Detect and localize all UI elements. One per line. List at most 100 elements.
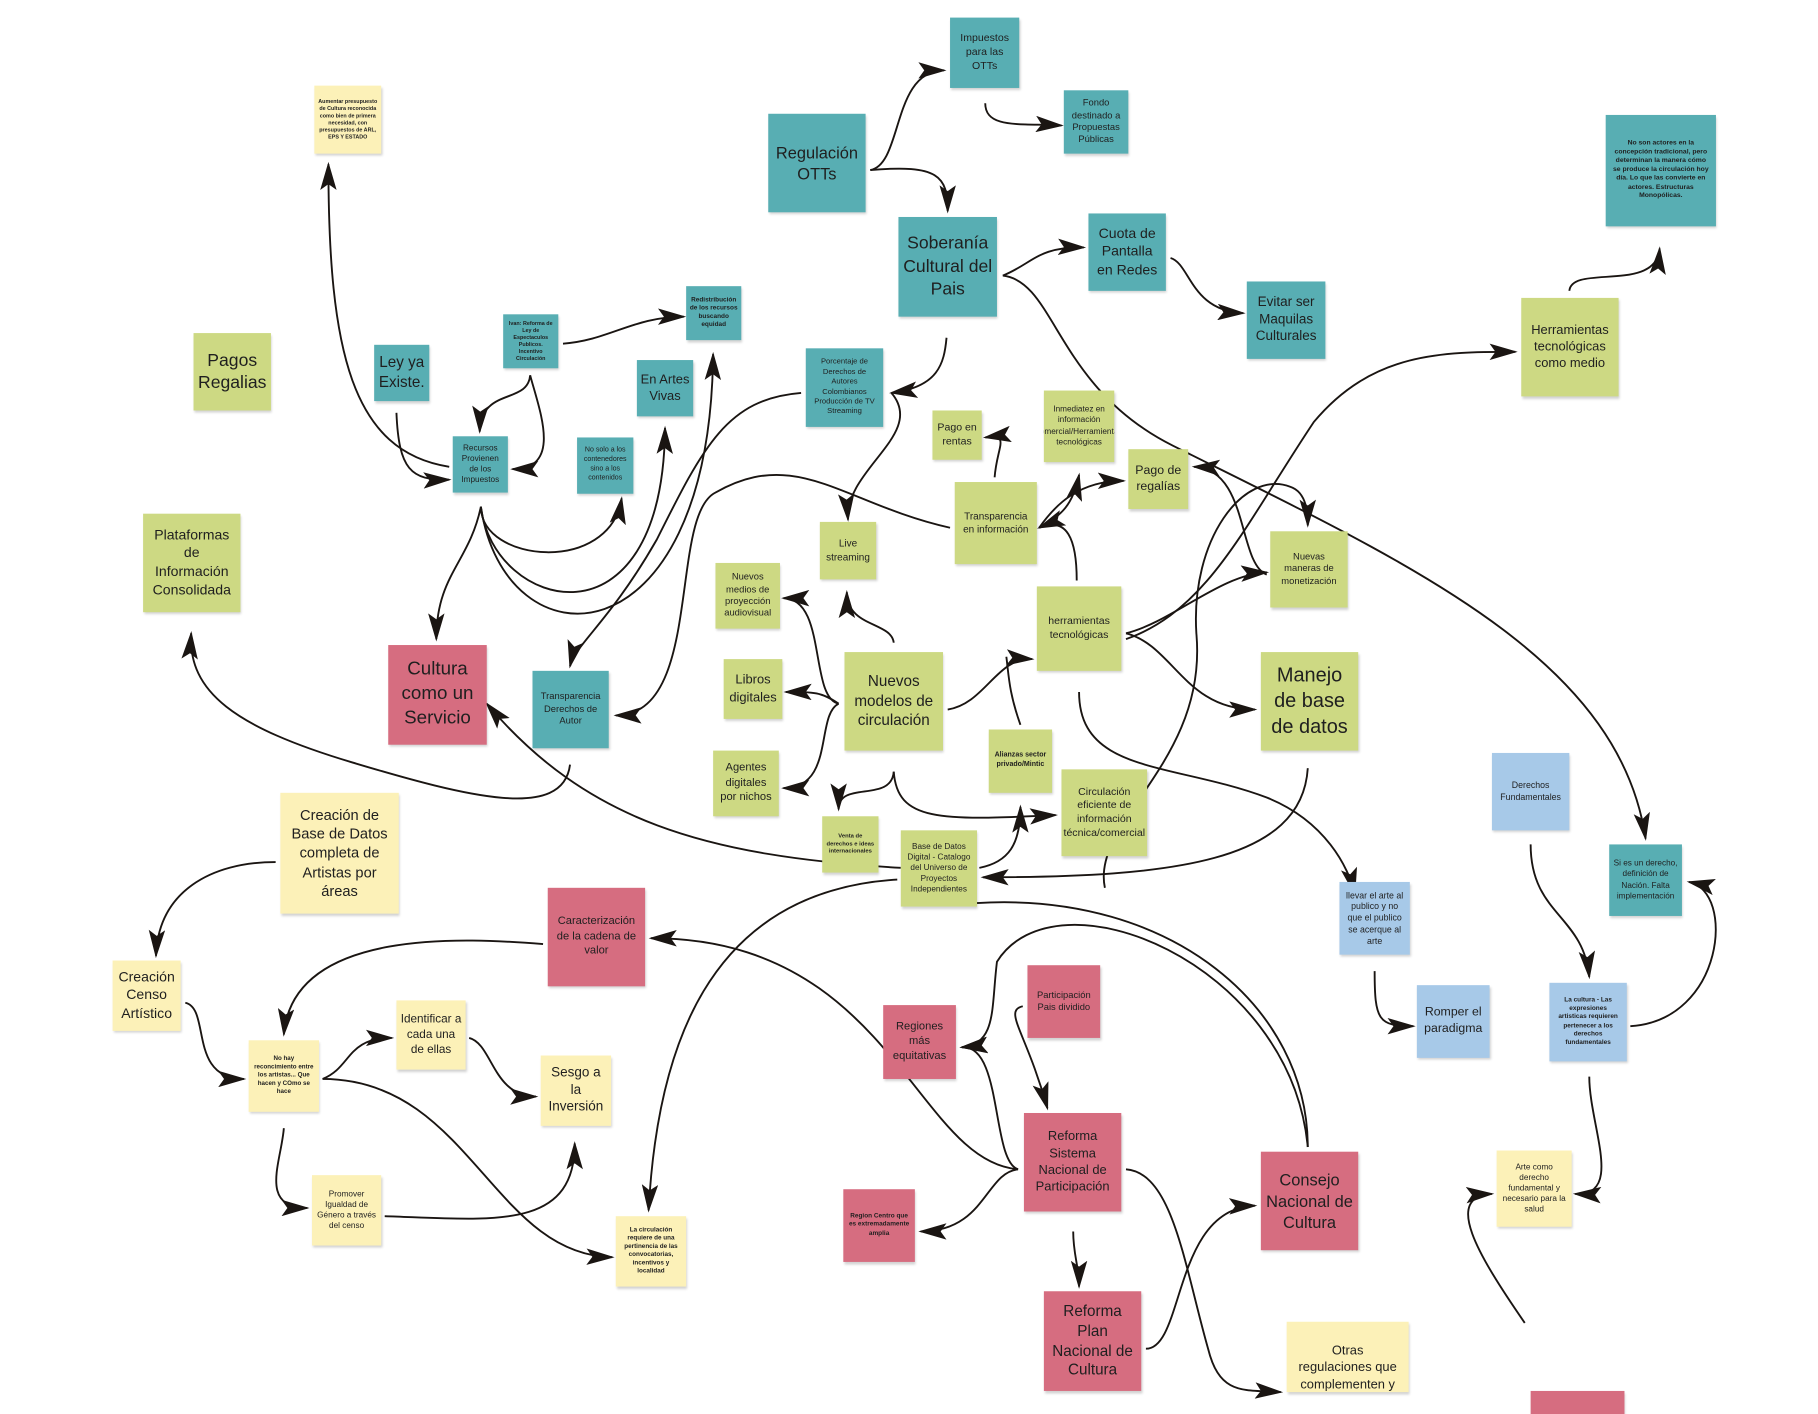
note-herramientas-como-medio[interactable]: Herramientas tecnológicas como medio — [1521, 297, 1619, 397]
arrow — [1630, 879, 1717, 1028]
connector — [1005, 656, 1022, 726]
arrow — [982, 425, 1012, 478]
arrow — [1038, 472, 1126, 529]
note-artes-vivas[interactable]: En Artes Vivas — [636, 360, 694, 417]
note-consejo-nacional-cultura[interactable]: Consejo Nacional de Cultura — [1260, 1151, 1359, 1251]
note-regiones-equitativas[interactable]: Regiones más equitativas — [883, 1005, 956, 1079]
note-cuota-pantalla[interactable]: Cuota de Pantalla en Redes — [1088, 213, 1166, 291]
note-pagos-regalias[interactable]: Pagos Regalias — [193, 333, 271, 411]
arrow — [1002, 238, 1087, 277]
note-caracterizacion-cadena-valor[interactable]: Caracterización de la cadena de valor — [547, 887, 646, 987]
note-promover-igualdad-genero[interactable]: Promover Igualdad de Género a través del… — [311, 1175, 382, 1246]
note-venta-derechos[interactable]: Venta de derechos e ideas internacionale… — [822, 816, 879, 873]
note-plataformas-informacion[interactable]: Plataformas de Información Consolidada — [143, 513, 241, 613]
note-no-hay-reconocimiento[interactable]: No hay reconcimiento entre los artistas.… — [248, 1040, 320, 1112]
note-recursos-impuestos[interactable]: Recursos Provienen de los Impuestos — [452, 436, 508, 493]
note-nuevas-maneras-monetizacion[interactable]: Nuevas maneras de monetización — [1270, 531, 1348, 608]
note-romper-paradigma[interactable]: Romper el paradigma — [1416, 985, 1490, 1058]
arrow — [979, 804, 1029, 869]
arrow — [468, 1037, 539, 1105]
arrow — [479, 425, 673, 594]
arrow — [959, 1036, 1019, 1171]
note-cultura-derechos-fundamentales[interactable]: La cultura - Las expresiones artisticas … — [1549, 982, 1627, 1062]
note-arte-derecho-salud[interactable]: Arte como derecho fundamental y necesari… — [1496, 1150, 1572, 1227]
arrow — [275, 1128, 310, 1217]
arrow — [1125, 1168, 1284, 1399]
note-no-solo-contenedores[interactable]: No solo a los contenedores sino a los co… — [577, 437, 634, 494]
arrow — [1568, 246, 1666, 292]
note-evitar-maquilas[interactable]: Evitar ser Maquilas Culturales — [1246, 281, 1326, 359]
note-si-es-derecho[interactable]: Si es un derecho, definición de Nación. … — [1609, 844, 1682, 916]
note-fondo-propuestas[interactable]: Fondo destinado a Propuestas Públicas — [1063, 90, 1129, 154]
arrow — [1373, 971, 1416, 1035]
note-impuestos-otts[interactable]: Impuestos para las OTTs — [950, 17, 1020, 88]
arrow — [1037, 510, 1078, 581]
mind-map-board: Aumentar presupuesto de Cultura reconoci… — [112, 17, 1717, 1414]
note-derechos-fundamentales[interactable]: Derechos Fundamentales — [1491, 752, 1570, 831]
note-llevar-arte-publico[interactable]: llevar el arte al publico y no que el pu… — [1339, 881, 1410, 955]
arrow — [1465, 1186, 1526, 1324]
note-manejo-base-datos[interactable]: Manejo de base de datos — [1260, 652, 1359, 751]
arrow — [562, 308, 687, 345]
note-reforma-sistema-participacion[interactable]: Reforma Sistema Nacional de Participació… — [1023, 1112, 1122, 1212]
note-cultura-servicio[interactable]: Cultura como un Servicio — [388, 645, 487, 745]
note-ley-ya-existe[interactable]: Ley ya Existe. — [374, 344, 430, 402]
arrow — [567, 391, 802, 669]
note-inmediatez[interactable]: Inmediatez en información comercial/Herr… — [1043, 390, 1115, 463]
note-no-son-actores[interactable]: No son actores en la concepción tradicio… — [1605, 114, 1716, 227]
arrow — [641, 878, 898, 1213]
note-otras-regulaciones[interactable]: Otras regulaciones que complementen y — [1286, 1321, 1409, 1393]
arrow — [918, 1168, 1019, 1240]
arrow — [1070, 1231, 1088, 1289]
arrow — [277, 939, 544, 1037]
arrow — [184, 1001, 247, 1088]
note-identificar[interactable]: Identificar a cada una de ellas — [396, 1000, 466, 1070]
note-libros-digitales[interactable]: Libros digitales — [723, 659, 783, 719]
note-transparencia-derechos-autor[interactable]: Transparencia Derechos de Autor — [532, 670, 609, 749]
arrow — [781, 589, 839, 705]
note-nuevos-modelos-circulacion[interactable]: Nuevos modelos de circulación — [844, 652, 944, 751]
note-soberania-cultural[interactable]: Soberanía Cultural del Pais — [898, 216, 997, 317]
arrow — [1002, 274, 1650, 841]
arrow — [870, 167, 956, 214]
arrow — [384, 1141, 583, 1220]
arrow — [1145, 1198, 1258, 1350]
note-reforma-plan-nacional[interactable]: Reforma Plan Nacional de Cultura — [1043, 1291, 1142, 1391]
arrow — [783, 683, 840, 705]
note-live-streaming[interactable]: Live streaming — [819, 521, 877, 580]
note-sesgo-inversion[interactable]: Sesgo a la Inversión — [540, 1055, 612, 1126]
arrow — [322, 1078, 615, 1265]
note-base-datos-digital[interactable]: Base de Datos Digital - Catalogo del Uni… — [900, 830, 978, 907]
note-aumentar-presupuesto[interactable]: Aumentar presupuesto de Cultura reconoci… — [314, 85, 382, 154]
arrow — [648, 930, 1019, 1171]
arrow — [838, 392, 901, 522]
arrow — [395, 412, 452, 489]
note-agentes-digitales[interactable]: Agentes digitales por nichos — [713, 750, 779, 817]
note-pago-rentas[interactable]: Pago en rentas — [932, 410, 982, 460]
note-ivan-reforma[interactable]: Ivan: Reforma de Ley de Espectaculos Pub… — [503, 314, 559, 369]
note-alianzas-mintic[interactable]: Alianzas sector privado/Mintic — [988, 729, 1053, 793]
note-creacion-censo[interactable]: Creación Censo Artístico — [112, 960, 181, 1031]
note-porcentaje-derechos[interactable]: Porcentaje de Derechos de Autores Colomb… — [805, 348, 884, 427]
note-nuevos-medios[interactable]: Nuevos medios de proyección audiovisual — [715, 562, 780, 629]
note-transparencia-informacion[interactable]: Transparencia en información — [954, 482, 1037, 565]
note-circulacion-pertinencia[interactable]: La circulación requiere de una pertinenc… — [615, 1216, 687, 1287]
arrow — [830, 771, 895, 812]
arrow — [889, 337, 948, 398]
note-redistribucion[interactable]: Redistribución de los recursos buscando … — [686, 286, 742, 341]
arrow — [479, 351, 722, 615]
arrow — [781, 702, 840, 797]
note-region-centro[interactable]: Region Centro que es extremadamente ampl… — [843, 1189, 915, 1262]
note-circulacion-eficiente[interactable]: Circulación eficiente de información téc… — [1061, 769, 1148, 857]
note-herramientas-tecnologicas[interactable]: herramientas tecnológicas — [1036, 586, 1122, 671]
note-regulacion-otts[interactable]: Regulación OTTs — [768, 113, 866, 213]
note-pago-regalias[interactable]: Pago de regalías — [1128, 449, 1189, 509]
arrow — [1125, 343, 1518, 641]
arrow — [320, 161, 450, 468]
note-participacion-pais-dividido[interactable]: Participación Pais dividido — [1027, 965, 1101, 1038]
note-partial-bottom[interactable] — [1530, 1390, 1625, 1414]
arrow — [980, 768, 1309, 886]
arrow — [148, 861, 276, 959]
note-creacion-base-datos-artistas[interactable]: Creación de Base de Datos completa de Ar… — [280, 792, 399, 914]
connector — [976, 901, 1309, 1147]
